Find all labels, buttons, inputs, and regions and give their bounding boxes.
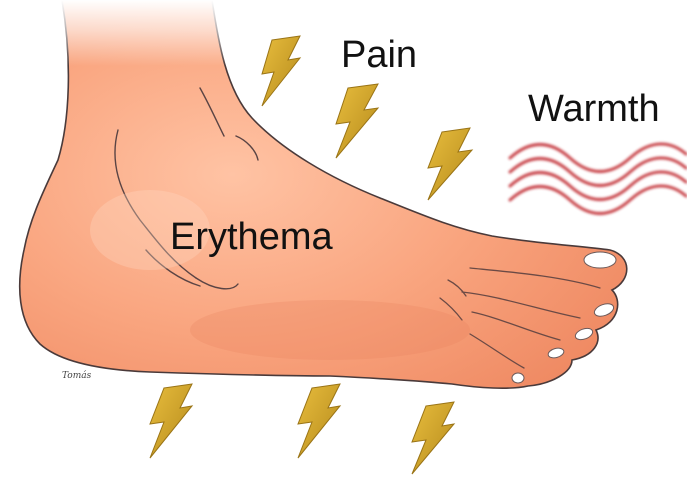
toenail-big [584,252,616,268]
foot [20,0,627,388]
label-pain: Pain [341,36,417,74]
lightning-bolt-icon [428,128,472,200]
lightning-bolt-icon [298,384,340,458]
leg-fade [40,0,240,120]
lightning-bolt-icon [336,84,378,158]
artist-signature: Tomás [62,371,91,381]
label-warmth: Warmth [528,90,660,128]
heat-waves-icon [510,144,686,214]
label-erythema: Erythema [170,218,333,256]
toenail-little [512,373,524,383]
lightning-bolt-icon [150,384,192,458]
lightning-bolt-icon [412,402,454,474]
lightning-bolt-icon [262,36,300,106]
skin-shadow [190,300,470,360]
